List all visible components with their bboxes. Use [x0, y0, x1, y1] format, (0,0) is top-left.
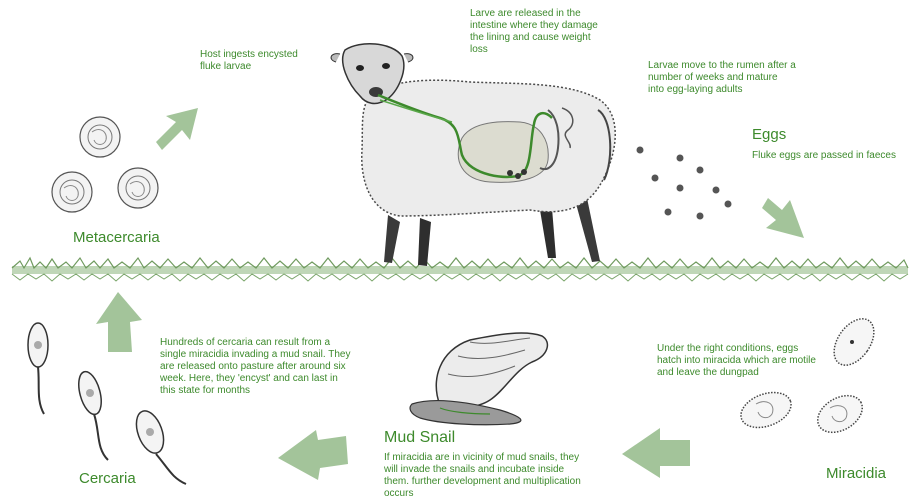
sheep-illustration [331, 44, 615, 266]
cyst-1 [80, 117, 120, 157]
cercaria-3 [131, 407, 186, 484]
note-eggs-passed: Fluke eggs are passed in faeces [752, 150, 912, 162]
label-miracidia: Miracidia [826, 465, 886, 482]
cercaria-2 [75, 369, 108, 460]
arrow-up-cercaria [96, 292, 142, 352]
arrow-left-miracidia [622, 428, 690, 478]
metacercaria-cysts [52, 117, 158, 212]
mud-snail-illustration [410, 333, 547, 425]
label-mud-snail: Mud Snail [384, 429, 455, 447]
miracidium-1 [826, 312, 882, 373]
miracidium-2 [736, 386, 796, 434]
label-eggs: Eggs [752, 126, 786, 143]
arrow-left-snail [278, 430, 348, 480]
label-cercaria: Cercaria [79, 470, 136, 487]
arrow-down-right [762, 198, 804, 238]
miracidium-3 [811, 388, 869, 440]
note-eggs-hatch: Under the right conditions, eggs hatch i… [657, 343, 817, 379]
cyst-3 [118, 168, 158, 208]
note-host-ingests: Host ingests encysted fluke larvae [200, 49, 312, 73]
cyst-2 [52, 172, 92, 212]
grass-line [12, 258, 908, 281]
label-metacercaria: Metacercaria [73, 229, 160, 246]
note-larvae-released: Larve are released in the intestine wher… [470, 8, 600, 56]
note-cercaria-result: Hundreds of cercaria can result from a s… [160, 337, 356, 397]
fluke-eggs [637, 147, 732, 220]
note-snail-invade: If miracidia are in vicinity of mud snai… [384, 452, 584, 500]
cercaria-1 [28, 323, 48, 414]
arrow-up-right [156, 108, 198, 150]
note-larvae-move: Larvae move to the rumen after a number … [648, 60, 796, 96]
